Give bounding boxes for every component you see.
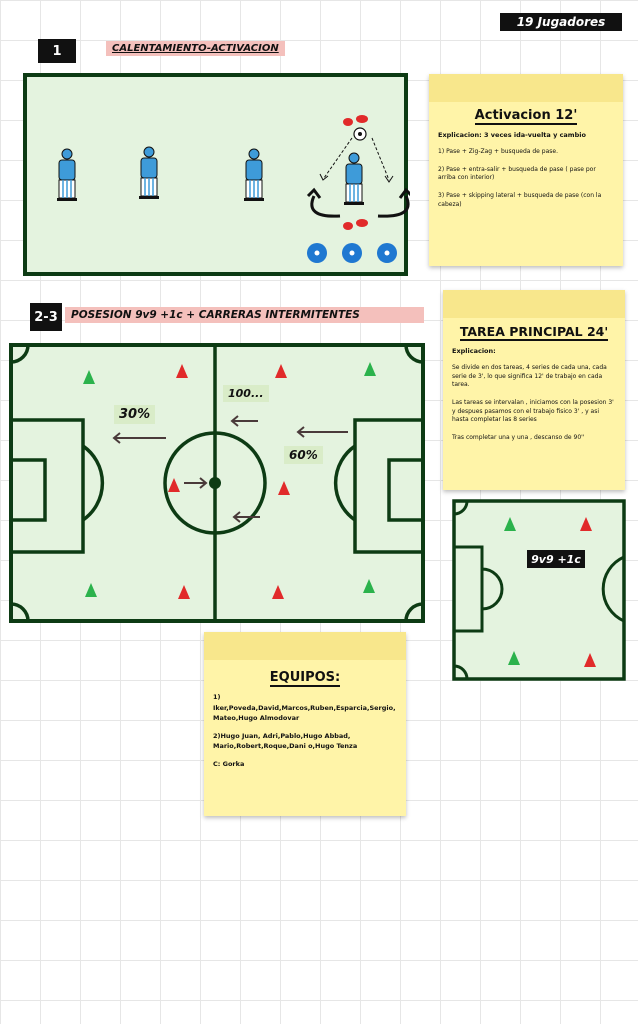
green-cone-icon xyxy=(83,362,376,597)
ball-icon xyxy=(353,127,367,141)
activation-item-3: 3) Pase + skipping lateral + busqueda de… xyxy=(438,192,602,208)
run-arrow-icon xyxy=(377,195,410,218)
team-2-players: 2)Hugo Juan, Adri,Pablo,Hugo Abbad, Mari… xyxy=(213,732,358,750)
main-field xyxy=(9,343,425,623)
top-distance-label: 100... xyxy=(223,385,269,402)
coach: C: Gorka xyxy=(213,760,245,769)
team-1-players: Iker,Poveda,David,Marcos,Ruben,Esparcia,… xyxy=(213,704,396,722)
player-icon xyxy=(139,146,159,199)
small-field-label: 9v9 +1c xyxy=(527,550,585,568)
right-percentage-label: 60% xyxy=(284,446,323,464)
team-1-number: 1) xyxy=(213,693,221,701)
main-task-paragraph-3: Tras completar una y una , descanso de 9… xyxy=(452,434,585,442)
activation-label: Explicacion: 3 veces ida-vuelta y cambio xyxy=(438,131,586,139)
red-hurdle-icon xyxy=(343,115,368,230)
section-2-number: 2-3 xyxy=(30,303,62,331)
teams-title: EQUIPOS: xyxy=(269,670,341,687)
activation-title: Activacion 12' xyxy=(474,108,578,125)
activation-item-2: 2) Pase + entra-salir + busqueda de pase… xyxy=(438,165,596,182)
activation-note: Activacion 12' Explicacion: 3 veces ida-… xyxy=(429,74,623,266)
section-1-number: 1 xyxy=(38,39,76,63)
player-icon xyxy=(244,148,264,201)
players-badge: 19 Jugadores xyxy=(500,13,622,31)
run-arrow-icon xyxy=(310,195,341,218)
player-icon xyxy=(344,152,364,205)
activation-item-1: 1) Pase + Zig-Zag + busqueda de pase. xyxy=(438,148,558,155)
main-task-paragraph-2: Las tareas se intervalan , iniciamos con… xyxy=(452,399,614,424)
small-field xyxy=(452,499,626,681)
player-icon xyxy=(57,148,77,201)
main-task-note: TAREA PRINCIPAL 24' Explicacion: Se divi… xyxy=(443,290,625,490)
main-task-title: TAREA PRINCIPAL 24' xyxy=(459,324,609,341)
teams-note: EQUIPOS: 1) Iker,Poveda,David,Marcos,Rub… xyxy=(204,632,406,816)
arrow-icon xyxy=(112,415,348,523)
section-2-title: POSESION 9v9 +1c + CARRERAS INTERMITENTE… xyxy=(65,307,424,323)
red-cone-icon xyxy=(168,364,290,599)
left-percentage-label: 30% xyxy=(114,405,156,424)
warmup-field xyxy=(23,73,410,276)
red-cone-icon xyxy=(580,517,596,667)
pass-arrow-icon xyxy=(371,137,390,181)
section-1-title: CALENTAMIENTO-ACTIVACION xyxy=(106,41,285,56)
main-task-paragraph-1: Se divide en dos tareas, 4 series de cad… xyxy=(452,364,607,389)
blue-disc-icon xyxy=(307,243,397,263)
pass-arrow-icon xyxy=(323,137,353,179)
green-cone-icon xyxy=(504,517,520,665)
main-task-label: Explicacion: xyxy=(452,347,496,355)
